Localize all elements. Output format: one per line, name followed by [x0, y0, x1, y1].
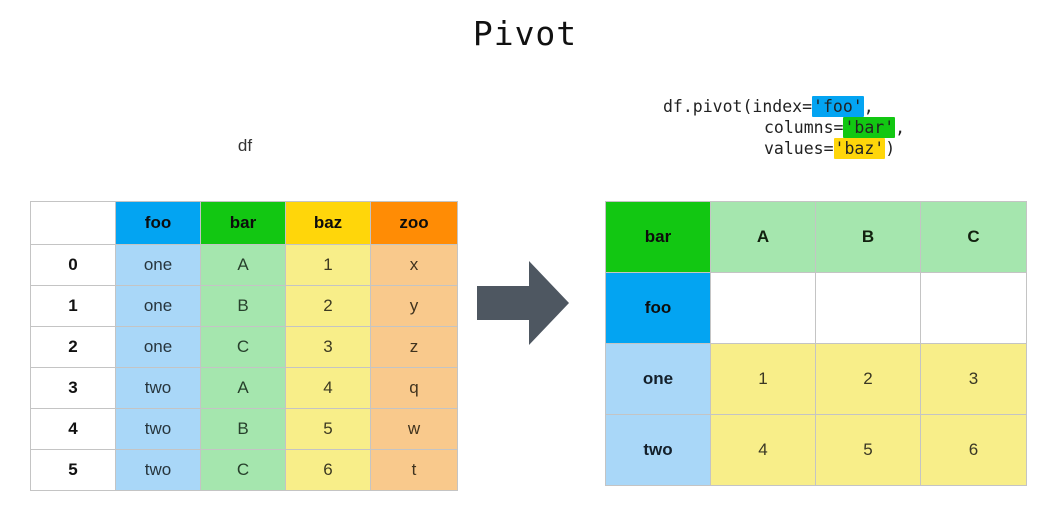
- cell-zoo: z: [370, 326, 458, 368]
- header-cell-bar: bar: [200, 201, 286, 245]
- cell-zoo: t: [370, 449, 458, 491]
- cell-zoo: w: [370, 408, 458, 450]
- right-arrow-icon: [477, 261, 569, 345]
- table-header-row: foo bar baz zoo: [30, 201, 458, 245]
- cell-bar: C: [200, 449, 286, 491]
- cell-baz: 4: [285, 367, 371, 409]
- pivot-cell: 2: [815, 343, 921, 415]
- pivot-column-label-c: C: [920, 201, 1027, 273]
- pivot-cell: 6: [920, 414, 1027, 486]
- cell-foo: one: [115, 326, 201, 368]
- cell-zoo: x: [370, 244, 458, 286]
- table-row: 3 two A 4 q: [30, 367, 458, 409]
- pivot-empty-cell: [710, 272, 816, 344]
- pivot-code-snippet: df.pivot(index='foo', columns='bar', val…: [663, 96, 905, 159]
- code-line3-suffix: ): [885, 139, 896, 158]
- table-row: 0 one A 1 x: [30, 244, 458, 286]
- cell-bar: B: [200, 408, 286, 450]
- cell-foo: two: [115, 408, 201, 450]
- source-dataframe-table: foo bar baz zoo 0 one A 1 x 1 one B 2 y …: [30, 201, 458, 491]
- pivot-row-index: two: [605, 414, 711, 486]
- pivot-cell: 1: [710, 343, 816, 415]
- code-columns-arg: 'bar': [843, 117, 896, 138]
- code-values-arg: 'baz': [833, 138, 886, 159]
- code-index-arg: 'foo': [812, 96, 864, 117]
- code-line2-suffix: ,: [895, 118, 906, 137]
- code-line2-prefix: columns=: [764, 118, 844, 137]
- cell-foo: one: [115, 285, 201, 327]
- pivot-index-header-row: foo: [605, 272, 1027, 344]
- cell-bar: A: [200, 244, 286, 286]
- cell-baz: 3: [285, 326, 371, 368]
- cell-baz: 1: [285, 244, 371, 286]
- pivot-result-table: bar A B C foo one 1 2 3 two 4 5 6: [605, 201, 1027, 486]
- cell-baz: 6: [285, 449, 371, 491]
- row-index: 5: [30, 449, 116, 491]
- cell-bar: C: [200, 326, 286, 368]
- pivot-columns-name: bar: [605, 201, 711, 273]
- cell-foo: two: [115, 367, 201, 409]
- pivot-column-label-b: B: [815, 201, 921, 273]
- pivot-cell: 5: [815, 414, 921, 486]
- row-index: 1: [30, 285, 116, 327]
- row-index: 0: [30, 244, 116, 286]
- cell-zoo: y: [370, 285, 458, 327]
- pivot-data-row: one 1 2 3: [605, 343, 1027, 415]
- cell-baz: 2: [285, 285, 371, 327]
- header-cell-baz: baz: [285, 201, 371, 245]
- header-cell-blank: [30, 201, 116, 245]
- pivot-cell: 3: [920, 343, 1027, 415]
- table-row: 2 one C 3 z: [30, 326, 458, 368]
- pivot-empty-cell: [815, 272, 921, 344]
- cell-foo: two: [115, 449, 201, 491]
- cell-zoo: q: [370, 367, 458, 409]
- row-index: 4: [30, 408, 116, 450]
- table-row: 1 one B 2 y: [30, 285, 458, 327]
- pivot-row-index: one: [605, 343, 711, 415]
- table-row: 4 two B 5 w: [30, 408, 458, 450]
- pivot-column-label-a: A: [710, 201, 816, 273]
- row-index: 2: [30, 326, 116, 368]
- page-title: Pivot: [472, 14, 578, 53]
- row-index: 3: [30, 367, 116, 409]
- pivot-cell: 4: [710, 414, 816, 486]
- code-line3-prefix: values=: [764, 139, 834, 158]
- cell-baz: 5: [285, 408, 371, 450]
- source-table-label: df: [237, 136, 253, 155]
- pivot-data-row: two 4 5 6: [605, 414, 1027, 486]
- cell-bar: B: [200, 285, 286, 327]
- table-row: 5 two C 6 t: [30, 449, 458, 491]
- code-line1-prefix: df.pivot(index=: [663, 97, 813, 116]
- cell-foo: one: [115, 244, 201, 286]
- pivot-empty-cell: [920, 272, 1027, 344]
- header-cell-zoo: zoo: [370, 201, 458, 245]
- pivot-index-name: foo: [605, 272, 711, 344]
- pivot-columns-header-row: bar A B C: [605, 201, 1027, 273]
- cell-bar: A: [200, 367, 286, 409]
- code-line1-suffix: ,: [863, 97, 874, 116]
- header-cell-foo: foo: [115, 201, 201, 245]
